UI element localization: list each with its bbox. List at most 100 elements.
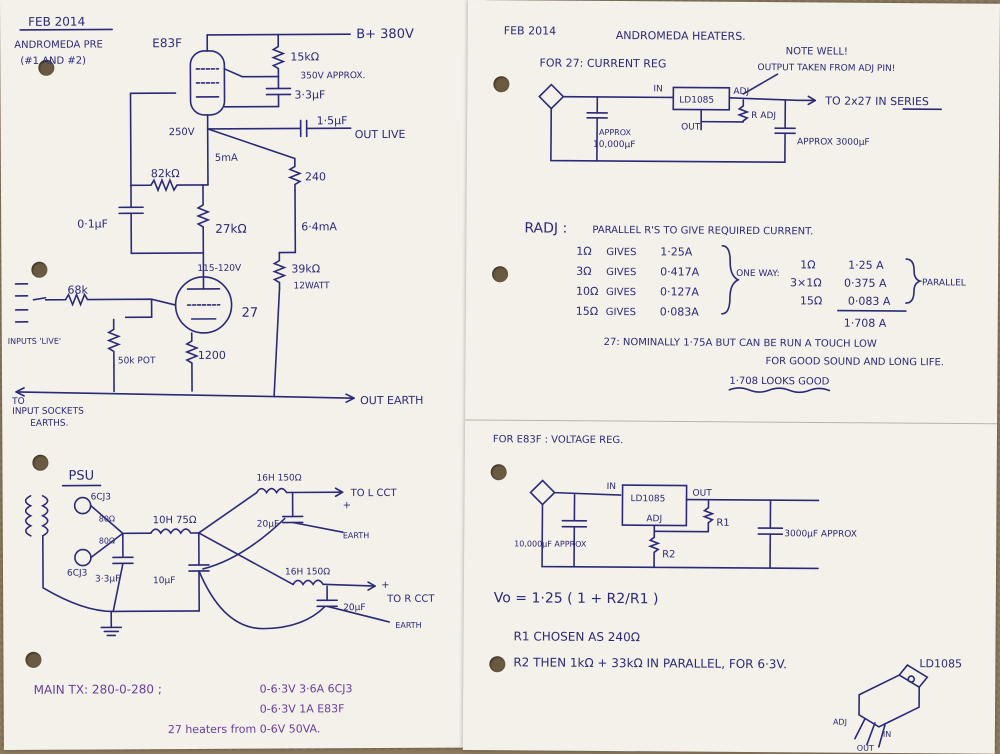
row-r: 10Ω [576,285,598,298]
wire [224,69,242,77]
wire [91,505,123,533]
transformer-secondary [43,496,48,536]
pin-adj-label: ADJ [833,718,847,727]
r240-label: 240 [305,170,326,183]
wire [555,493,621,495]
ma64-label: 6·4mA [301,220,337,233]
wire [199,532,293,584]
r2-label: R2 [662,549,675,560]
ma5-label: 5mA [215,153,238,164]
tolcct-label: TO L CCT [350,488,398,499]
nominal2-label: FOR GOOD SOUND AND LONG LIFE. [765,356,944,368]
resistor-39k [274,253,284,289]
bplus-label: B+ 380V [356,27,414,42]
looks-label: 1·708 LOOKS GOOD [729,376,829,388]
c33b-label: 3·3µF [95,574,120,584]
resistor-68k [46,294,176,306]
combo-i: 0·083 A [848,295,891,308]
ground-return [551,109,785,163]
rectifier-bridge [539,85,563,109]
right-notebook-page: FEB 2014 ANDROMEDA HEATERS. FOR 27: CURR… [463,0,1000,754]
tube-e83f-label: E83F [152,36,182,50]
torcct-label: TO R CCT [386,594,435,605]
r27k-label: 27kΩ [215,222,246,236]
v250-label: 250V [169,127,195,138]
row-r: 15Ω [576,305,598,318]
c3000a-label: APPROX 3000µF [797,137,870,148]
l16b-label: 16H 150Ω [285,567,330,577]
oneway-label: ONE WAY: [736,269,780,279]
heading-label: ANDROMEDA HEATERS. [616,29,746,43]
row-i: 0·417A [660,265,700,278]
c33-label: 3·3µF [294,88,325,101]
combo-r: 3×1Ω [790,276,822,289]
for27-label: FOR 27: CURRENT REG [540,57,667,71]
out2-label: OUT [693,489,713,499]
date-label: FEB 2014 [28,15,85,29]
sum-label: 1·708 A [844,317,887,330]
r2then-label: R2 THEN 1kΩ + 33kΩ IN PARALLEL, FOR 6·3V… [513,655,787,671]
to-input-label3: EARTHS. [30,419,68,429]
resistor-27k [198,185,208,253]
earth2-label: EARTH [395,621,421,630]
earth-bus [16,391,274,398]
c01-label: 0·1µF [77,217,108,230]
transformer-primary [26,496,31,536]
resistor-r1 [704,500,712,532]
project-label: ANDROMEDA PRE [14,39,103,50]
earth-bus [274,396,354,398]
note1-label: NOTE WELL! [786,46,848,57]
tube-27-label: 27 [242,306,259,321]
c10k2-label: 10,000µF APPROX [514,539,587,549]
mounting-hole [908,676,914,682]
to-input-label2: INPUT SOCKETS [12,407,84,417]
to2x27-label: TO 2x27 IN SERIES [824,94,929,108]
choke-16h-r [293,580,323,584]
c3000b-label: 3000µF APPROX [784,529,857,540]
adj1-label: ADJ [733,87,749,97]
c10-label: 10µF [153,576,175,586]
combo-i: 0·375 A [844,277,887,290]
reg1-label: LD1085 [679,95,714,105]
brace [722,246,738,314]
resistor-r2 [650,531,658,565]
approx1-label: APPROX [599,128,632,137]
inputs-label: INPUTS 'LIVE' [8,337,61,346]
row-r: 3Ω [576,265,591,278]
row-gives: GIVES [606,287,636,298]
plus-sign: + [381,580,389,591]
note2-label: OUTPUT TAKEN FROM ADJ PIN! [757,63,895,74]
pin-in-label: IN [883,730,891,739]
resistor-240 [290,158,300,190]
wire [199,570,325,629]
row-gives: GIVES [606,307,636,318]
wire [274,289,281,397]
left-notebook-page: FEB 2014 ANDROMEDA PRE (#1 AND #2) E83F … [0,0,490,750]
date-label: FEB 2014 [504,24,556,37]
radj-rows: 1Ω GIVES 1·25A 3Ω GIVES 0·417A 10Ω GIVES… [576,245,700,319]
wire [199,493,257,533]
ld-label: LD1085 [919,657,962,670]
w12-label: 12WATT [293,281,330,291]
r82k-label: 82kΩ [151,167,180,180]
wire [687,500,819,501]
t6cj3b-label: 6CJ3 [67,569,87,579]
l16a-label: 16H 150Ω [256,473,301,483]
rectifier-tube [75,498,91,514]
resistor-1200 [187,333,197,391]
c10k-label: 10,000µF [593,140,635,150]
wire [729,98,797,100]
outlive-label: OUT LIVE [355,128,406,141]
selector-switch [34,298,46,300]
choke-16h-l [257,489,287,493]
row-gives: GIVES [606,247,636,258]
radj-label: R ADJ [751,111,776,121]
row-i: 0·083A [660,305,700,318]
row-gives: GIVES [606,267,636,278]
earth1-label: EARTH [343,531,369,540]
r1chosen-label: R1 CHOSEN AS 240Ω [514,629,640,644]
brace [906,259,920,303]
c15-label: 1·5µF [317,114,348,127]
rectifier-bridge [530,480,554,504]
radj-heading: RADJ : [524,220,567,236]
